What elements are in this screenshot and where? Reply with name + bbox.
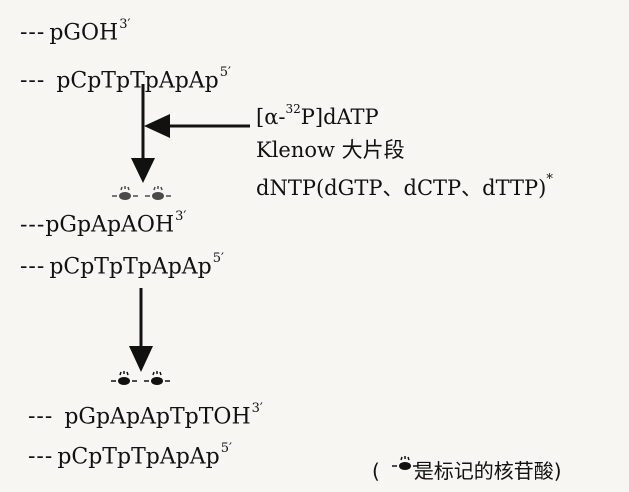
step3-top-strand: --- pGpApApTpTOH3′ <box>28 401 263 430</box>
label-mark-icon <box>110 370 138 386</box>
step2-bottom-strand: ---pCpTpTpApAp5′ <box>20 251 225 280</box>
arrow-down-1 <box>131 84 155 183</box>
reaction-reagents: [α-32P]dATP Klenow 大片段 dNTP(dGTP、dCTP、dT… <box>256 96 553 205</box>
strand-dash: --- <box>28 444 54 470</box>
label-mark-icon <box>111 185 139 201</box>
label-mark-icon <box>144 185 172 201</box>
reagent-klenow: Klenow 大片段 <box>256 138 405 162</box>
reagent-labeled-datp: [α-32P]dATP <box>256 102 379 129</box>
strand-dash: --- <box>20 254 46 280</box>
legend: (是标记的核苷酸) <box>372 459 562 483</box>
step3-bottom-strand: ---pCpTpTpApAp5′ <box>28 441 233 470</box>
strand-dash: --- <box>28 404 54 430</box>
reagent-dntp: dNTP(dGTP、dCTP、dTTP)* <box>256 172 553 200</box>
arrow-down-2 <box>129 288 153 372</box>
strand-dash: --- <box>20 20 46 46</box>
step1-top-strand: ---pGOH3′ <box>20 17 131 46</box>
step2-top-strand: ---pGpApAOH3′ <box>20 209 187 238</box>
arrow-left-reagents <box>144 114 250 138</box>
strand-dash: --- <box>20 212 46 238</box>
strand-dash: --- <box>20 68 46 94</box>
step1-bottom-strand: --- pCpTpTpApAp5′ <box>20 65 232 94</box>
label-mark-icon <box>143 370 171 386</box>
